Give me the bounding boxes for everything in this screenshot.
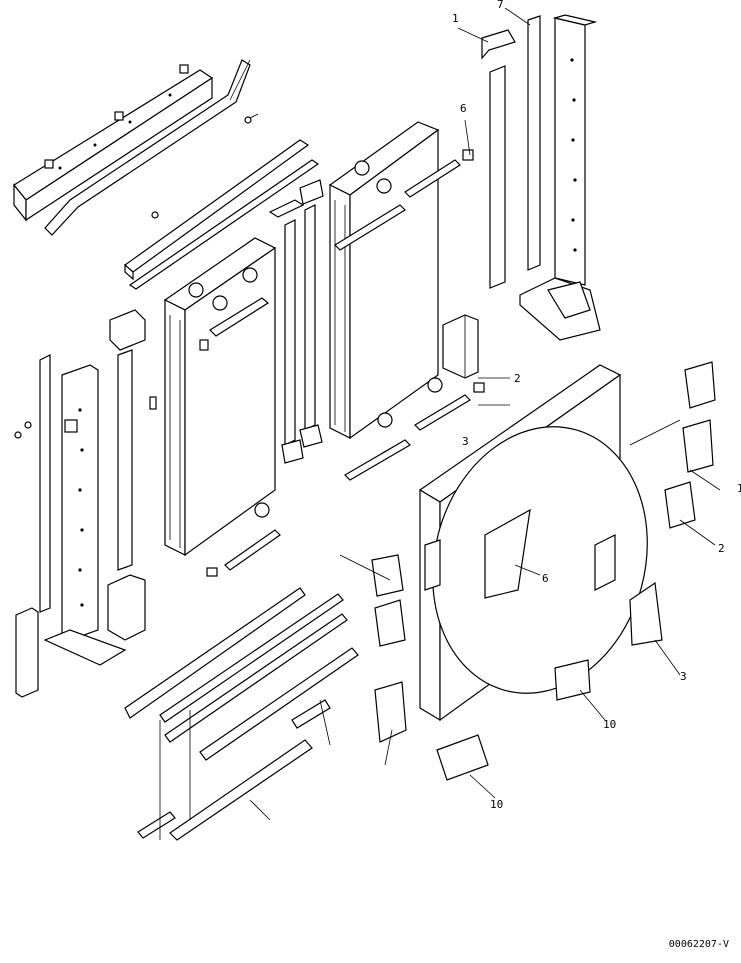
callout-label: 6 <box>460 102 467 115</box>
long-seal-strip-b <box>128 159 320 290</box>
left-bottom-post <box>15 607 39 698</box>
foam-block-mid <box>442 314 479 379</box>
bottom-small-strip <box>137 811 176 839</box>
right-core-pipe-d <box>344 439 411 481</box>
left-small-pin <box>149 396 157 410</box>
shroud-pad-3 <box>664 481 696 529</box>
left-core-pipe-a <box>209 297 270 337</box>
center-vertical-strip-b <box>304 204 316 431</box>
callout-labels: 1 7 6 2 3 1 2 6 3 10 10 <box>452 0 741 811</box>
bottom-long-strip <box>169 739 313 841</box>
left-top-pad <box>109 309 146 351</box>
long-seal-strip-a <box>124 139 310 281</box>
right-vertical-strip-a <box>527 15 541 271</box>
small-bolt <box>244 113 259 124</box>
callout-label: 2 <box>514 372 521 385</box>
left-vertical-strip-b <box>117 349 133 571</box>
right-core-pipe-a <box>404 159 461 198</box>
callout-label: 7 <box>497 0 504 11</box>
center-top-pad <box>299 179 324 205</box>
center-pad-b <box>299 424 323 448</box>
right-core-pipe-c <box>414 394 471 431</box>
right-side-plate <box>519 14 601 341</box>
left-foam-block <box>107 574 146 641</box>
bottom-short-strip <box>291 699 331 729</box>
bottom-strip-a <box>124 587 306 719</box>
left-side-plate <box>43 364 127 666</box>
callout-label: 2 <box>718 542 725 555</box>
callout-label: 10 <box>603 718 616 731</box>
drawing-code: 00062207-V <box>668 939 729 950</box>
shroud-pad-2 <box>682 419 714 473</box>
right-top-pad <box>481 29 516 60</box>
bottom-strip-b <box>159 593 344 723</box>
right-small-pad-b <box>473 382 485 393</box>
shroud-pad-7 <box>554 659 591 701</box>
bottom-strip-d <box>199 647 359 761</box>
fan-shroud <box>418 364 648 722</box>
shroud-pad-5 <box>371 554 404 597</box>
callout-label: 1 <box>452 12 459 25</box>
shroud-pad-9 <box>436 734 489 781</box>
shroud-pad-4 <box>629 581 663 646</box>
callout-label: 10 <box>490 798 503 811</box>
callout-label: 3 <box>462 435 469 448</box>
callout-label: 3 <box>680 670 687 683</box>
leader-lines <box>159 7 721 840</box>
shroud-pad-8 <box>374 681 407 743</box>
right-radiator-core <box>328 121 443 440</box>
callout-label: 6 <box>542 572 549 585</box>
right-small-pad <box>462 149 474 161</box>
upper-bracket-rail <box>13 64 214 222</box>
right-core-pipe-b <box>334 204 406 251</box>
left-small-pad-b <box>206 567 218 577</box>
left-vertical-strip-a <box>39 354 51 613</box>
right-vertical-strip-b <box>489 65 506 289</box>
center-pad-a <box>281 439 304 464</box>
small-clip <box>151 211 159 219</box>
left-small-pad-a <box>199 339 209 351</box>
left-radiator-core <box>163 237 277 557</box>
shroud-pad-6 <box>374 599 406 647</box>
left-core-pipe-b <box>224 529 281 571</box>
curved-seal-strip <box>44 59 251 236</box>
left-bolts <box>14 421 32 439</box>
bottom-strip-c <box>164 613 348 743</box>
center-vertical-strip-a <box>268 199 305 446</box>
callout-label: 1 <box>737 482 741 495</box>
shroud-pad-1 <box>684 361 716 409</box>
